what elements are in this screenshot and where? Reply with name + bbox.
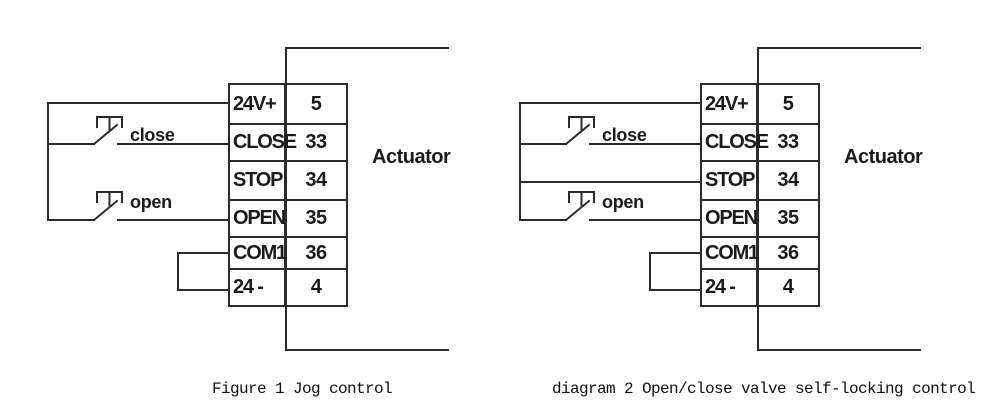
terminal-pin: 36 <box>758 238 818 270</box>
terminal-label: 24V+ <box>702 85 758 125</box>
open-button-label: open <box>130 192 172 212</box>
terminal-label: OPEN <box>702 201 758 238</box>
actuator-label: Actuator <box>844 146 923 168</box>
terminal-label: COM1 <box>230 238 287 270</box>
terminal-pin: 5 <box>286 85 346 125</box>
actuator-label: Actuator <box>372 146 451 168</box>
terminal-label: STOP <box>230 162 286 201</box>
terminal-label: 24 - <box>702 270 758 305</box>
com1-jumper-wire <box>177 252 229 291</box>
terminal-block: 24V+ 5 CLOSE 33 STOP 34 OPEN 35 COM1 36 … <box>228 83 348 307</box>
terminal-label: COM1 <box>702 238 759 270</box>
wiring-lines <box>47 47 449 351</box>
terminal-pin: 5 <box>758 85 818 125</box>
terminal-block: 24V+ 5 CLOSE 33 STOP 34 OPEN 35 COM1 36 … <box>700 83 820 307</box>
terminal-pin: 33 <box>758 125 818 162</box>
open-button-contact <box>564 199 591 222</box>
diagram-jog-control: 24V+ 5 CLOSE 33 STOP 34 OPEN 35 COM1 36 … <box>47 47 451 398</box>
terminal-label: CLOSE <box>702 125 769 162</box>
close-button-label: close <box>602 125 647 145</box>
terminal-label: 24V+ <box>230 85 286 125</box>
terminal-pin: 4 <box>310 276 322 298</box>
open-button-contact <box>92 199 119 222</box>
terminal-label: 24 - <box>230 270 286 305</box>
com1-jumper-wire <box>649 252 701 291</box>
diagram-self-locking-control: 24V+ 5 CLOSE 33 STOP 34 OPEN 35 COM1 36 … <box>472 0 996 408</box>
terminal-pin: 4 <box>782 276 794 298</box>
terminal-label: OPEN <box>230 201 286 238</box>
terminal-label: CLOSE <box>230 125 297 162</box>
terminal-pin: 34 <box>286 162 346 201</box>
open-button-label: open <box>602 192 644 212</box>
close-button-contact <box>564 123 591 146</box>
figure-caption: Figure 1 Jog control <box>212 380 393 398</box>
terminal-label: STOP <box>702 162 758 201</box>
terminal-pin: 35 <box>758 201 818 238</box>
figure-caption: diagram 2 Open/close valve self-locking … <box>552 380 976 398</box>
close-button-label: close <box>130 125 175 145</box>
terminal-pin: 35 <box>286 201 346 238</box>
terminal-pin: 33 <box>286 125 346 162</box>
terminal-pin: 36 <box>286 238 346 270</box>
terminal-pin: 34 <box>758 162 818 201</box>
close-button-contact <box>92 123 119 146</box>
